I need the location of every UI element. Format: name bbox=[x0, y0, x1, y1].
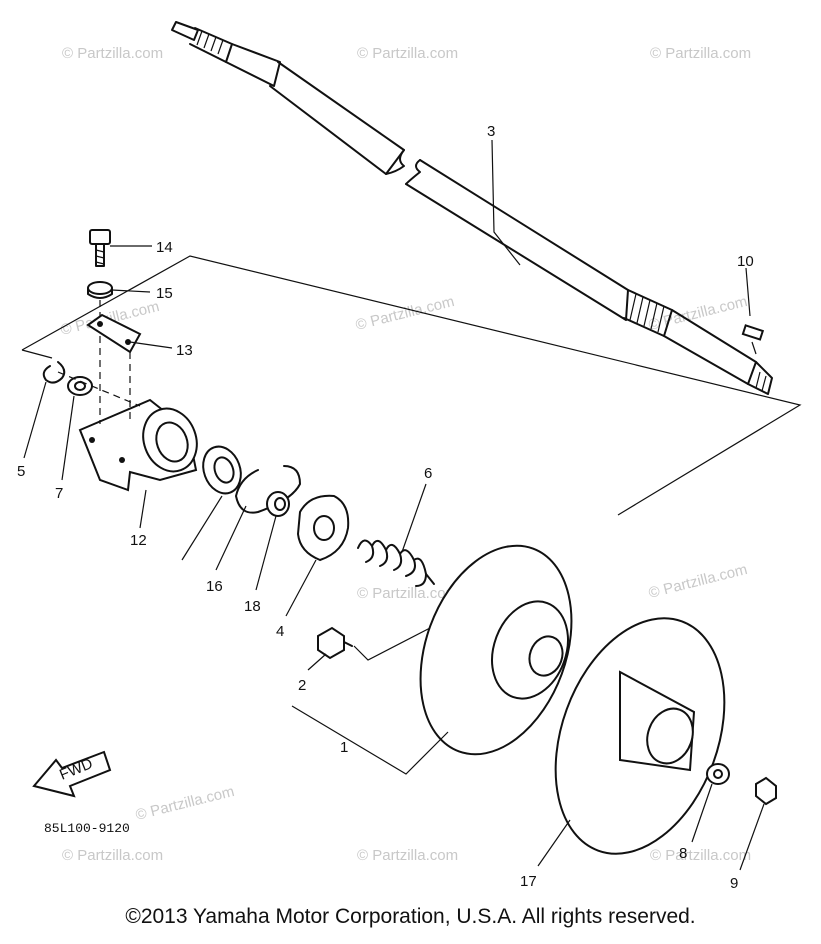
assembly-outline bbox=[21, 255, 802, 516]
callout-17: 17 bbox=[520, 873, 537, 890]
watermark-text: © Partzilla.com bbox=[62, 45, 163, 62]
callout-1: 1 bbox=[340, 739, 348, 756]
watermark-text: © Partzilla.com bbox=[650, 45, 751, 62]
plate-part bbox=[86, 313, 142, 354]
callout-15: 15 bbox=[156, 285, 173, 302]
bearing-part bbox=[202, 445, 242, 495]
callout-14: 14 bbox=[156, 239, 173, 256]
callout-8: 8 bbox=[679, 845, 687, 862]
leader-lines bbox=[23, 139, 765, 871]
callout-10: 10 bbox=[737, 253, 754, 270]
bolt-part bbox=[89, 229, 111, 267]
washer-8-part bbox=[706, 763, 730, 785]
fitting-part bbox=[317, 626, 353, 660]
circlip-part bbox=[42, 361, 66, 384]
watermark-text: © Partzilla.com bbox=[357, 585, 458, 602]
callout-6: 6 bbox=[424, 465, 432, 482]
callout-13: 13 bbox=[176, 342, 193, 359]
collar-part bbox=[266, 491, 290, 517]
key-part bbox=[741, 324, 765, 341]
assembly-outline bbox=[21, 349, 53, 359]
watermark-text: © Partzilla.com bbox=[62, 847, 163, 864]
dashed-guides bbox=[57, 300, 141, 424]
callout-9: 9 bbox=[730, 875, 738, 892]
nut-9-part bbox=[755, 776, 777, 806]
washer-part bbox=[67, 376, 93, 396]
callout-3: 3 bbox=[487, 123, 495, 140]
bracket-part bbox=[78, 398, 198, 492]
watermark-text: © Partzilla.com bbox=[357, 45, 458, 62]
callout-18: 18 bbox=[244, 598, 261, 615]
drawing-code: 85L100-9120 bbox=[44, 821, 130, 836]
snap-ring-part bbox=[235, 465, 301, 514]
watermark-text: © Partzilla.com bbox=[357, 847, 458, 864]
spring-part bbox=[357, 539, 435, 587]
spring-seat-part bbox=[296, 494, 350, 562]
callout-4: 4 bbox=[276, 623, 284, 640]
fixed-sheave-part bbox=[419, 544, 573, 756]
movable-sheave-part bbox=[554, 617, 726, 855]
callouts: 3 10 14 15 13 5 7 12 16 18 4 6 2 1 17 8 … bbox=[17, 123, 754, 892]
watermark-text: © Partzilla.com bbox=[647, 561, 749, 602]
callout-12: 12 bbox=[130, 532, 147, 549]
watermark-text: © Partzilla.com bbox=[134, 783, 236, 824]
watermark-text: © Partzilla.com bbox=[650, 847, 751, 864]
shaft bbox=[171, 21, 773, 395]
callout-7: 7 bbox=[55, 485, 63, 502]
fwd-arrow-icon: FWD bbox=[32, 750, 112, 798]
callout-5: 5 bbox=[17, 463, 25, 480]
watermark-text: © Partzilla.com bbox=[354, 293, 456, 334]
callout-16: 16 bbox=[206, 578, 223, 595]
copyright-notice: ©2013 Yamaha Motor Corporation, U.S.A. A… bbox=[125, 905, 696, 928]
callout-2: 2 bbox=[298, 677, 306, 694]
nut-part bbox=[87, 281, 113, 299]
